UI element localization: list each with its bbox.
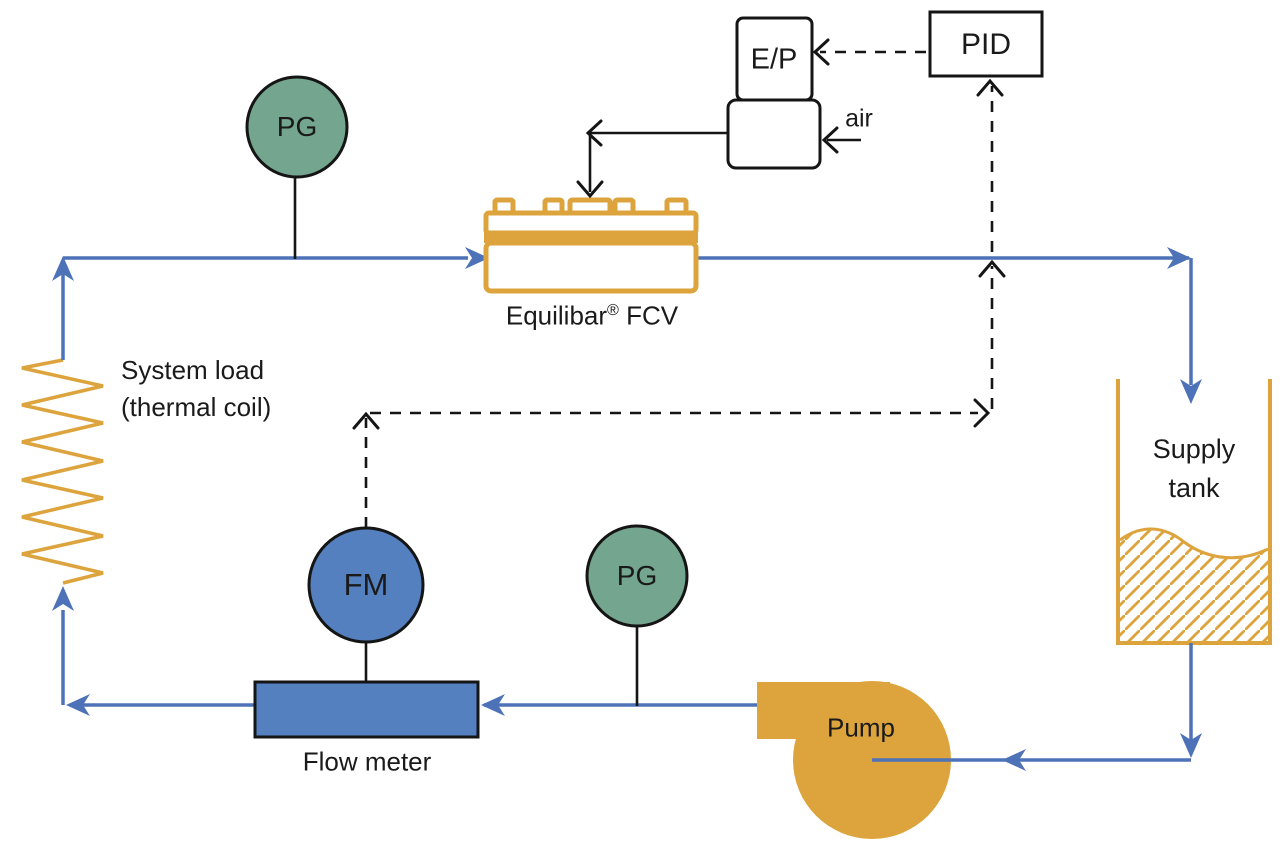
flow-meter-label: Flow meter [302,746,432,777]
system-load-line2: (thermal coil) [121,392,272,422]
air-regulator-box [726,98,822,170]
pg-top-label: PG [276,111,318,142]
flow-arrow-top-right [1167,247,1191,269]
flow-arrow-up-left-top [52,256,74,281]
pressure-gauge-top-node [245,75,349,179]
valve-name-text: Equilibar [505,300,608,331]
pump-label: Pump [827,712,895,743]
flow-meter-sensor-node [307,526,425,644]
valve-trademark-mark: ® [607,300,619,319]
pid-controller-label: PID [960,28,1012,61]
pneumatic-lines [576,119,861,199]
ep-converter-box [735,16,814,102]
flow-arrow-tank-outlet [1180,733,1202,758]
signal-lines [352,38,1006,528]
air-supply-label: air [845,104,873,133]
flow-arrow-into-tank [1180,379,1202,404]
flow-arrow-into-flow-meter [481,694,505,716]
pg-bottom-label: PG [616,560,658,591]
flow-arrow-into-pump [1002,749,1026,771]
thermal-coil [21,358,104,585]
valve-body [483,240,699,294]
system-load-line1: System load [121,355,265,385]
tank-liquid-hatch [1120,528,1268,641]
equilibar-valve-label: Equilibar® FCV [506,301,678,332]
supply-tank-label: Supply tank [1153,430,1236,508]
flow-arrow-bottom-left [66,694,90,716]
pressure-gauge-bottom-node [585,524,689,628]
ep-converter-label: E/P [750,43,798,76]
flow-meter-body [253,680,480,739]
valve-gasket [484,231,698,243]
system-load-label: System load (thermal coil) [121,352,271,426]
pid-controller-box [928,10,1044,78]
valve-cap [483,210,699,236]
supply-tank-line2: tank [1168,473,1220,503]
flow-arrow-into-valve [465,247,489,269]
equilibar-valve [483,197,699,294]
fm-label: FM [343,567,389,602]
pipe-network [52,247,1202,771]
flow-arrow-into-coil [52,586,74,611]
supply-tank-line1: Supply [1152,434,1236,464]
supply-tank-shape [1116,379,1272,645]
valve-type-text: FCV [618,300,679,331]
tank-liquid-surface [1119,527,1269,560]
